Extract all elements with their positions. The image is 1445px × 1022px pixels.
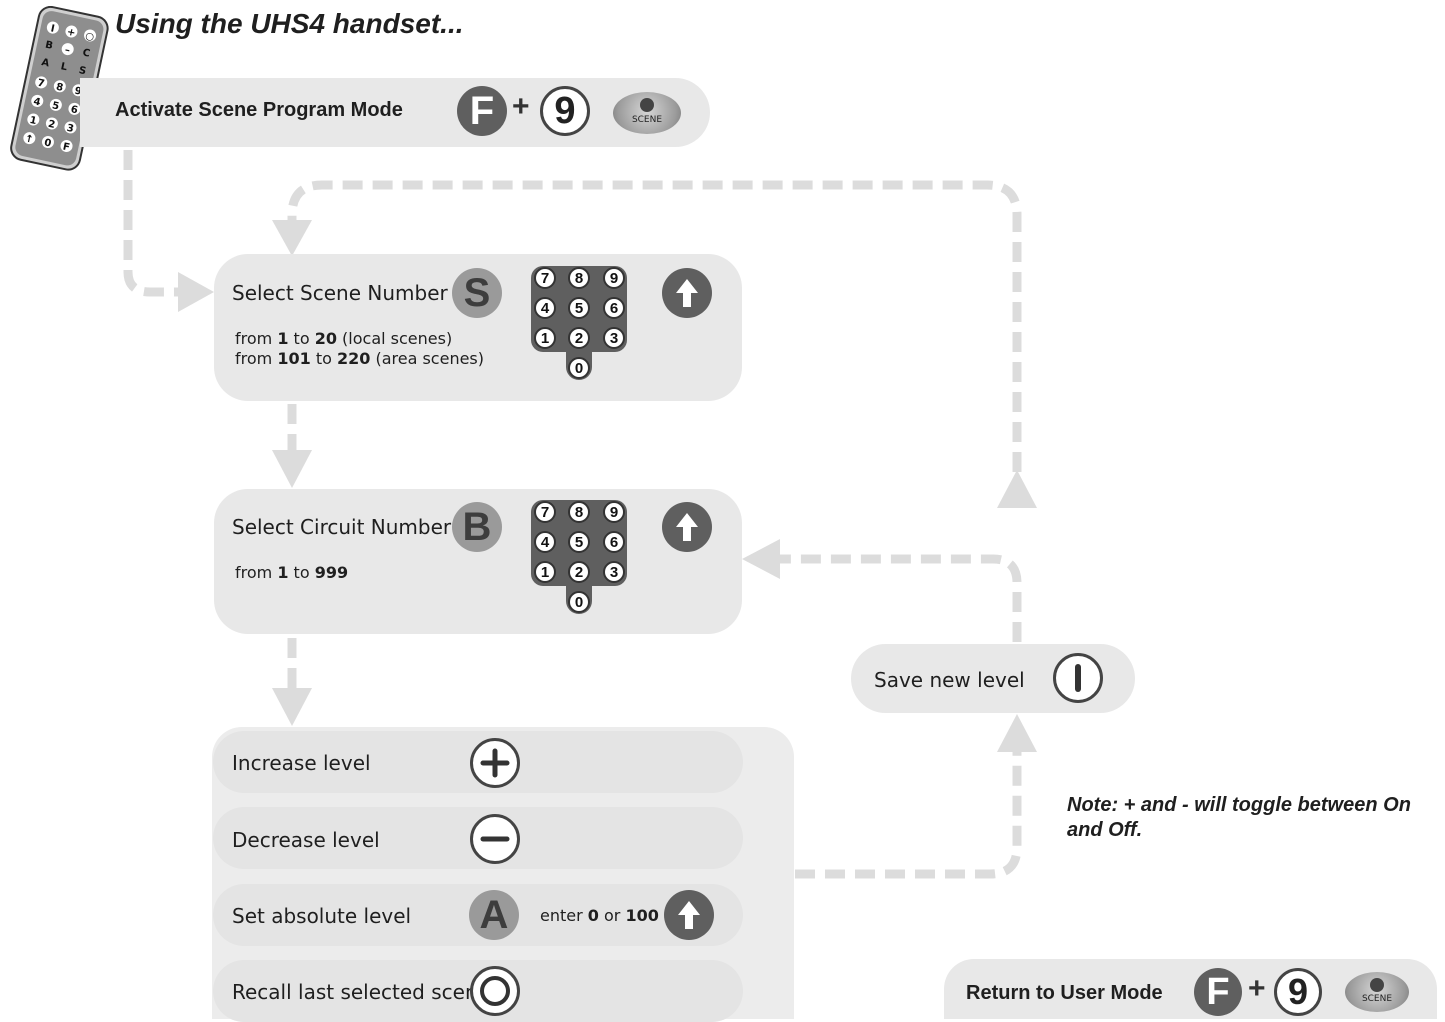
keypad-key: 8 [568,267,590,289]
plus-sign: + [1248,972,1266,1005]
save-level-label: Save new level [874,668,1025,692]
scene-range-area: from 101 to 220 (area scenes) [235,349,485,368]
handset-key: 1 [28,115,37,127]
handset-key: ↑ [24,133,34,146]
keypad-key: 4 [534,297,556,319]
nine-key-icon: 9 [1274,968,1322,1016]
circuit-range: from 1 to 999 [235,563,349,582]
keypad-key: 9 [603,267,625,289]
handset-key: 4 [32,96,41,108]
handset-key: A [40,57,50,69]
activate-label: Activate Scene Program Mode [115,99,403,121]
keypad-key: 6 [603,297,625,319]
handset-key: 2 [47,119,56,131]
keypad-key: 3 [603,561,625,583]
keypad-key: 7 [534,267,556,289]
plus-icon [470,738,520,788]
handset-key: I [50,23,56,35]
f-key-icon: F [1194,968,1242,1016]
keypad-key: 4 [534,531,556,553]
up-arrow-icon [662,502,712,552]
keypad-key: 2 [568,327,590,349]
recall-scene-label: Recall last selected scene [232,980,490,1004]
scene-number-label: Select Scene Number [232,281,448,305]
handset-key: 0 [43,137,52,149]
handset-key: L [60,61,69,73]
scene-range-local: from 1 to 20 (local scenes) [235,329,453,348]
on-bar-icon [1053,653,1103,703]
handset-key: 3 [66,123,75,135]
handset-key: C [81,47,90,59]
return-label: Return to User Mode [966,982,1163,1004]
circuit-number-label: Select Circuit Number [232,515,452,539]
arrowhead-left-circuit [742,539,780,579]
scene-button-label: SCENE [1361,994,1393,1004]
arrowhead-down-levels [272,688,312,726]
handset-key: ○ [84,31,95,44]
handset-key: 5 [51,100,60,112]
keypad-key: 7 [534,501,556,523]
scene-button-icon: SCENE [613,92,681,134]
keypad-key: 1 [534,327,556,349]
toggle-note: Note: + and - will toggle between On and… [1067,794,1411,841]
handset-key: F [62,141,71,153]
minus-icon [470,814,520,864]
ring-icon [470,966,520,1016]
handset-key: + [66,27,76,40]
activate-panel [80,78,710,147]
handset-key: 8 [55,82,64,94]
f-key-icon: F [457,86,507,136]
handset-key: 9 [74,86,83,98]
keypad-key: 0 [568,591,590,613]
s-key-icon: S [452,268,502,318]
absolute-level-hint: enter 0 or 100 [540,906,659,925]
keypad-key: 0 [568,357,590,379]
page-title: Using the UHS4 handset... [115,8,464,39]
keypad-key: 6 [603,531,625,553]
increase-level-label: Increase level [232,751,371,775]
flow-levels-to-save [795,752,1022,879]
nine-key-icon: 9 [540,86,590,136]
arrowhead-down-scene [272,220,312,256]
b-key-icon: B [452,502,502,552]
handset-key: B [44,39,54,51]
flow-save-to-circuit [780,554,1022,642]
keypad-key: 5 [568,297,590,319]
arrowhead-up-save [997,714,1037,752]
keypad-key: 5 [568,531,590,553]
up-arrow-icon [664,890,714,940]
arrowhead-up-loop [997,470,1037,508]
up-arrow-icon [662,268,712,318]
arrowhead-right-scene [178,272,214,312]
handset-key: S [78,65,87,77]
keypad-key: 3 [603,327,625,349]
keypad-key: 2 [568,561,590,583]
absolute-level-label: Set absolute level [232,904,412,928]
scene-button-label: SCENE [631,115,663,125]
handset-key: 6 [70,104,79,116]
keypad-key: 8 [568,501,590,523]
decrease-level-label: Decrease level [232,828,380,852]
scene-button-icon: SCENE [1345,972,1409,1012]
a-key-icon: A [469,890,519,940]
handset-key: 7 [36,78,45,90]
flow-loop-top [287,180,1022,472]
plus-sign: + [512,90,530,123]
keypad-key: 1 [534,561,556,583]
keypad-key: 9 [603,501,625,523]
arrowhead-down-circuit [272,450,312,488]
flow-activate-to-scene [123,150,182,297]
handset-key: – [64,45,71,57]
